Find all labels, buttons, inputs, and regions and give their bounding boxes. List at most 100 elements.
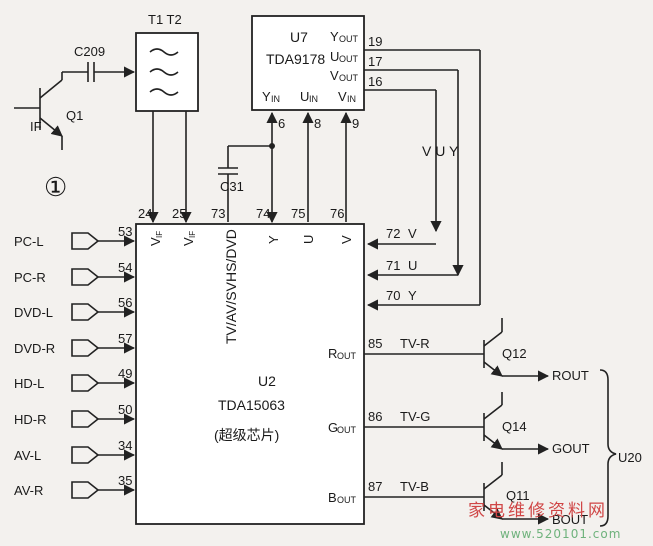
input-label: PC-R <box>14 270 46 285</box>
u2-part: TDA15063 <box>218 397 285 413</box>
signal-tv-g: TV-G <box>400 409 430 424</box>
capacitor-c209: C209 <box>62 44 136 82</box>
u2-pin-75: 75 <box>291 206 305 221</box>
u2-in-70: Y <box>408 288 417 303</box>
vuy-label: V U Y <box>422 143 459 159</box>
c31-label: C31 <box>220 179 244 194</box>
u7-part: TDA9178 <box>266 51 325 67</box>
u7-vin: V <box>338 89 347 104</box>
watermark-cn: 家电维修资料网 <box>468 501 608 521</box>
signal-tv-r: TV-R <box>400 336 430 351</box>
input-pin: 54 <box>118 260 132 275</box>
u2-bout-sub: OUT <box>337 495 357 505</box>
u2-pin-85: 85 <box>368 336 382 351</box>
u2-pin-24: 24 <box>138 206 152 221</box>
circle-number: ① <box>44 172 67 202</box>
u2-pin-76: 76 <box>330 206 344 221</box>
u7-yout: Y <box>330 29 339 44</box>
signal-tv-b: TV-B <box>400 479 429 494</box>
if-label: IF <box>30 119 42 134</box>
input-pc-l: PC-L53 <box>14 224 136 250</box>
input-label: DVD-L <box>14 305 53 320</box>
output-gout: GOUT <box>552 441 590 456</box>
u2-in-72: V <box>408 226 417 241</box>
u2-note: (超级芯片) <box>214 427 279 443</box>
output-rout: ROUT <box>552 368 589 383</box>
u2-vif1-sub: IF <box>155 231 164 238</box>
u2-pin-72: 72 <box>386 226 400 241</box>
input-av-l: AV-L 34 <box>14 438 136 464</box>
u2-in-71: U <box>408 258 417 273</box>
u7-pin-17: 17 <box>368 54 382 69</box>
u7-uout-sub: OUT <box>339 54 359 64</box>
input-pin: 56 <box>118 295 132 310</box>
u2-name: U2 <box>258 373 276 389</box>
u7-uout: U <box>330 49 339 64</box>
u7-yin: Y <box>262 89 271 104</box>
u7-pin-19: 19 <box>368 34 382 49</box>
u7-pin-8: 8 <box>314 116 321 131</box>
u7-pin-16: 16 <box>368 74 382 89</box>
u2-pin-87: 87 <box>368 479 382 494</box>
chip-u2: 24 25 73 74 75 76 V IF V IF TV/AV/SVHS/D… <box>135 206 417 525</box>
u7-yin-sub: IN <box>271 94 280 104</box>
u7-uin: U <box>300 89 309 104</box>
u7-name: U7 <box>290 29 308 45</box>
u2-top-y: Y <box>266 235 281 244</box>
watermark-url: www.520101.com <box>500 527 621 541</box>
input-connector-shape <box>71 446 100 464</box>
u2-vif1: V <box>148 237 163 246</box>
input-hd-r: HD-R50 <box>14 402 136 428</box>
input-pin: 35 <box>118 473 132 488</box>
input-av-r: AV-R 35 <box>14 473 136 499</box>
input-label: DVD-R <box>14 341 55 356</box>
input-label: HD-L <box>14 376 44 391</box>
u2-rout-sub: OUT <box>337 351 357 361</box>
u2-vif2: V <box>181 237 196 246</box>
input-label: AV-L <box>14 448 41 463</box>
u2-pin-70: 70 <box>386 288 400 303</box>
input-connector-shape <box>71 410 100 428</box>
t1-t2-label: T1 T2 <box>148 12 182 27</box>
input-connector-shape <box>71 303 100 321</box>
u2-top-wires: C31 <box>218 111 352 224</box>
u7-vin-sub: IN <box>347 94 356 104</box>
input-dvd-r: DVD-R 57 <box>14 331 136 357</box>
input-pin: 50 <box>118 402 132 417</box>
u2-gout-sub: OUT <box>337 425 357 435</box>
input-pin: 57 <box>118 331 132 346</box>
u2-pin-74: 74 <box>256 206 270 221</box>
u2-bout: B <box>328 490 337 505</box>
vuy-wires: V U Y <box>364 49 481 311</box>
input-pin: 49 <box>118 366 132 381</box>
input-dvd-l: DVD-L 56 <box>14 295 136 321</box>
saw-filter-box: T1 T2 <box>135 12 199 224</box>
input-label: PC-L <box>14 234 44 249</box>
input-connector-shape <box>71 268 100 286</box>
input-connector-shape <box>71 374 100 392</box>
transistor-q12: Q12 <box>502 346 527 361</box>
u7-vout: V <box>330 68 339 83</box>
output-bout: BOUT <box>552 512 588 527</box>
u2-pin-25: 25 <box>172 206 186 221</box>
u2-pin-86: 86 <box>368 409 382 424</box>
u2-vif2-sub: IF <box>188 231 197 238</box>
u7-pin-6: 6 <box>278 116 285 131</box>
transistor-q11: Q11 <box>506 488 530 503</box>
input-label: AV-R <box>14 483 43 498</box>
u2-pin-73: 73 <box>211 206 225 221</box>
u2-gout: G <box>328 420 338 435</box>
u2-top-v: V <box>339 235 354 244</box>
q1-label: Q1 <box>66 108 83 123</box>
rgb-output-stage: 85 TV-R Q12 ROUT 86 TV-G Q14 GOUT 87 TV-… <box>364 318 642 527</box>
u2-rout: R <box>328 346 337 361</box>
input-pin: 34 <box>118 438 132 453</box>
input-connector-shape <box>71 232 100 250</box>
u2-pin-71: 71 <box>386 258 400 273</box>
input-connector-shape <box>71 481 100 499</box>
input-hd-l: HD-L 49 <box>14 366 136 392</box>
input-connector-shape <box>71 339 100 357</box>
